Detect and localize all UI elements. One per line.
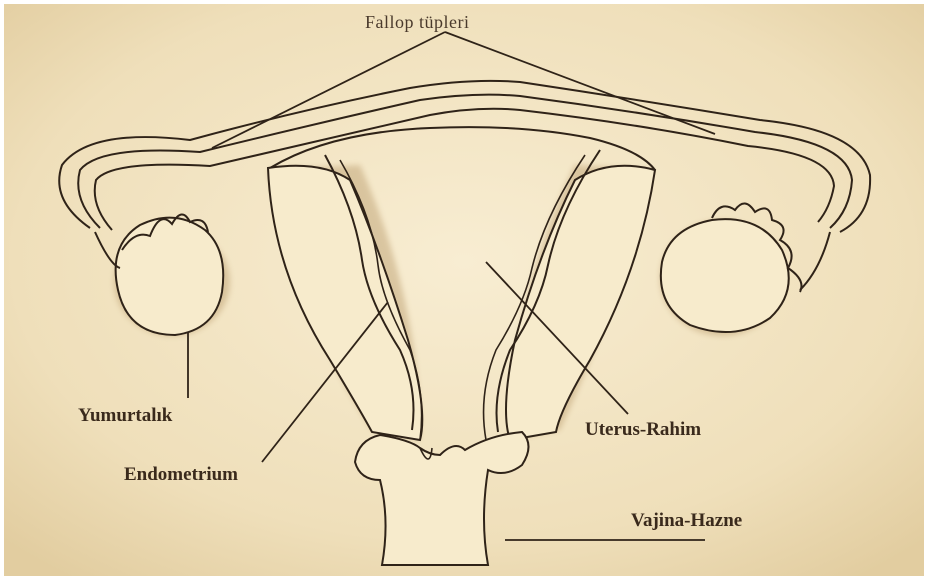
label-uterus: Uterus-Rahim xyxy=(585,419,701,441)
label-ovary: Yumurtalık xyxy=(78,405,172,427)
label-fallopian-tubes: Fallop tüpleri xyxy=(365,12,470,33)
label-vagina: Vajina-Hazne xyxy=(631,510,742,532)
label-endometrium: Endometrium xyxy=(124,464,238,486)
